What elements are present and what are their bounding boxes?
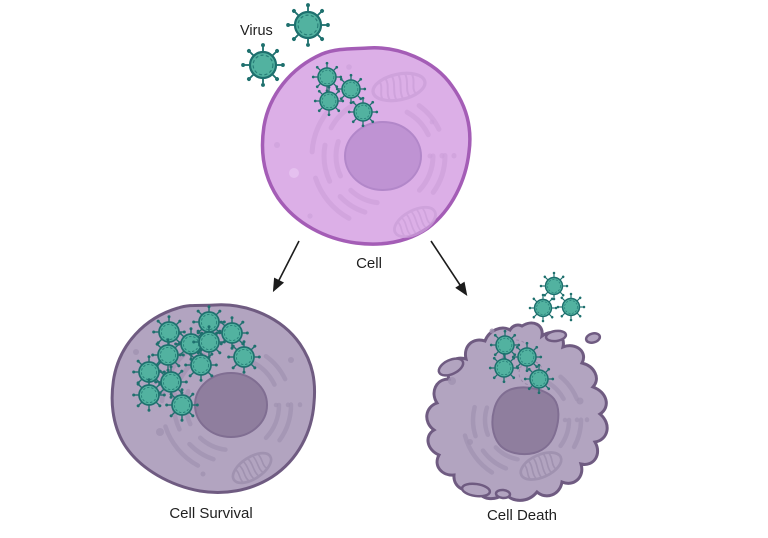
arrow-to-survival bbox=[272, 240, 300, 293]
virus-icon bbox=[191, 324, 227, 360]
virus-icon bbox=[527, 292, 559, 324]
endoplasmic-reticulum bbox=[460, 355, 590, 485]
virus-icon bbox=[488, 352, 520, 384]
healthy-cell bbox=[260, 46, 472, 246]
virus-icon bbox=[489, 329, 521, 361]
cell-death-label: Cell Death bbox=[486, 507, 558, 524]
vesicle-dot bbox=[429, 119, 435, 125]
virus-icon bbox=[523, 363, 555, 395]
cell-survival-label: Cell Survival bbox=[169, 505, 253, 522]
arrow-to-death bbox=[430, 240, 468, 297]
membrane-bleb bbox=[437, 357, 465, 377]
membrane-bleb bbox=[460, 482, 492, 498]
virus-icon bbox=[164, 387, 200, 423]
virus-icon bbox=[335, 73, 367, 105]
membrane-bleb bbox=[544, 329, 568, 343]
vesicle-dot bbox=[576, 397, 584, 405]
membrane-blebs bbox=[437, 329, 602, 500]
nucleus bbox=[194, 372, 268, 438]
vesicle-dot bbox=[288, 357, 294, 363]
virus-icon bbox=[313, 85, 345, 117]
virus-icon bbox=[555, 291, 587, 323]
vesicle-dot bbox=[307, 213, 313, 219]
virus-icon bbox=[240, 42, 286, 88]
nucleus-condensed bbox=[491, 386, 560, 456]
endoplasmic-reticulum bbox=[309, 82, 457, 230]
virus-icon bbox=[285, 2, 331, 48]
virus-icon bbox=[226, 339, 262, 375]
dying-cell bbox=[425, 321, 609, 502]
virus-icon bbox=[183, 347, 219, 383]
vesicle-dot bbox=[274, 142, 280, 148]
virus-icon bbox=[347, 96, 379, 128]
virus-icon bbox=[131, 377, 167, 413]
virus-icon bbox=[538, 270, 570, 302]
virus-label: Virus bbox=[240, 23, 273, 39]
vesicle-dot bbox=[133, 349, 139, 355]
vesicle-dot bbox=[346, 64, 352, 70]
vesicle-dot bbox=[489, 328, 495, 334]
virus-icon bbox=[311, 61, 343, 93]
viruses-released-above-dying-cell bbox=[527, 270, 587, 324]
nucleus bbox=[344, 121, 422, 191]
membrane-bleb bbox=[494, 488, 512, 500]
vesicle-dot bbox=[467, 439, 473, 445]
vesicle-dot bbox=[200, 471, 206, 477]
vesicle-dot bbox=[448, 377, 456, 385]
membrane-bleb bbox=[584, 332, 602, 344]
cell-label: Cell bbox=[356, 255, 382, 272]
vesicle-dot bbox=[289, 168, 299, 178]
vesicle-dot bbox=[156, 428, 164, 436]
